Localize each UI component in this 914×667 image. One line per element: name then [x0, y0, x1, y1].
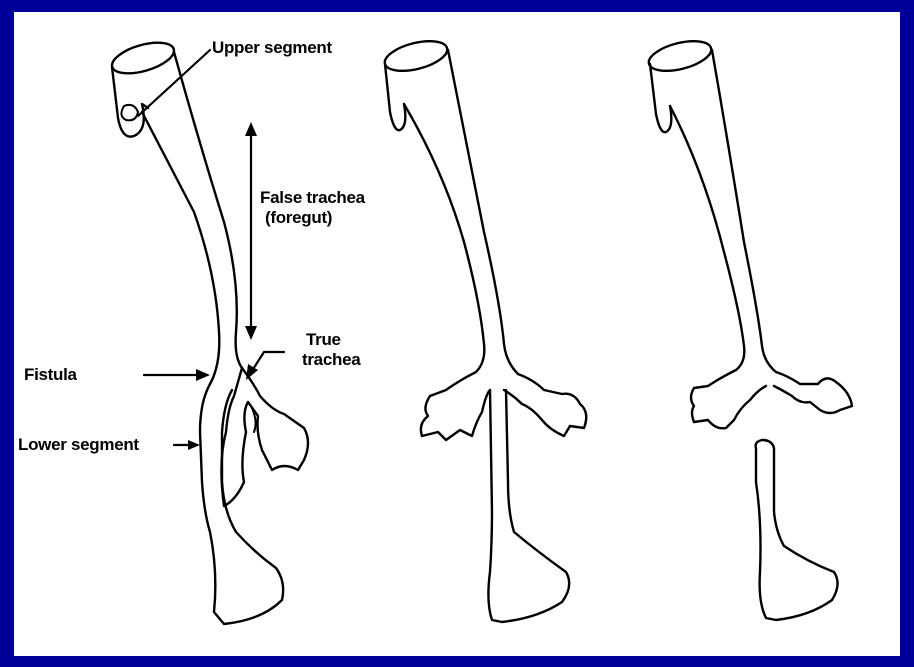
upper-segment-shape-1 [109, 37, 178, 137]
false-trachea-left-wall [142, 112, 219, 384]
figure-1 [109, 37, 308, 624]
fistula-arrow [144, 369, 210, 381]
false-trachea-double-arrow [245, 122, 257, 340]
false-trachea-label: False trachea [260, 188, 365, 207]
figure-3 [646, 36, 852, 620]
false-trachea-right-wall [174, 52, 242, 368]
bronchi-left-3 [691, 370, 766, 428]
foregut-label: (foregut) [265, 208, 332, 227]
lower-segment-shape-1 [200, 384, 283, 624]
upper-pouch-3 [650, 64, 671, 132]
upper-pouch-2 [385, 64, 405, 130]
trachea-left-wall-3 [670, 106, 744, 370]
trachea-right-wall-2 [448, 50, 518, 374]
bronchi-right-3 [774, 372, 852, 413]
true-trachea-label-line1: True [306, 330, 341, 349]
upper-segment-pointer [138, 50, 210, 116]
esophageal-atresia-diagram [14, 12, 900, 656]
figure-2 [382, 36, 586, 622]
lower-segment-label: Lower segment [18, 435, 139, 454]
true-trachea-label-line2: trachea [302, 350, 360, 369]
true-trachea-arrow [246, 352, 284, 380]
diagram-canvas: Upper segment False trachea (foregut) Tr… [14, 12, 900, 656]
bronchi-right-2 [504, 374, 586, 436]
true-trachea-shape [221, 368, 308, 506]
bronchi-left-2 [421, 372, 490, 440]
upper-segment-label: Upper segment [212, 38, 332, 57]
lower-segment-2 [488, 390, 569, 622]
trachea-left-wall-2 [404, 104, 484, 372]
fistula-label: Fistula [24, 365, 77, 384]
lower-segment-arrow [174, 440, 200, 450]
trachea-right-wall-3 [712, 50, 776, 372]
lower-segment-3 [756, 440, 838, 620]
